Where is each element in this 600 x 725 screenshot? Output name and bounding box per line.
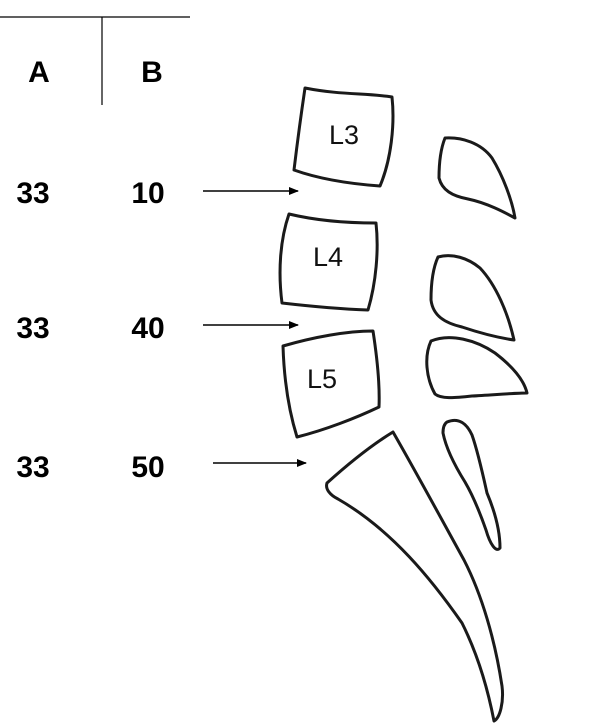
vertebra-label-l3: L3	[329, 120, 359, 150]
sacrum	[325, 430, 504, 723]
vertebral-bodies: L3 L4 L5	[278, 86, 395, 439]
level-arrows	[203, 187, 307, 467]
column-header-a: A	[28, 56, 50, 89]
vertebra-label-l4: L4	[313, 242, 343, 272]
row-2-col-b: 40	[131, 312, 164, 345]
row-3-col-a: 33	[16, 451, 49, 484]
row-1-col-a: 33	[16, 177, 49, 210]
vertebra-l3	[292, 86, 395, 188]
posterior-process-sacral	[441, 418, 502, 551]
row-1-col-b: 10	[131, 177, 164, 210]
row-3-col-b: 50	[131, 451, 164, 484]
vertebra-l4	[278, 212, 379, 312]
value-table: A B 33 10 33 40 33 50	[0, 16, 190, 484]
posterior-process-l5	[425, 336, 529, 400]
vertebra-label-l5: L5	[307, 364, 337, 394]
vertebra-l5	[281, 329, 381, 439]
row-2-col-a: 33	[16, 312, 49, 345]
posterior-process-l3	[437, 136, 517, 220]
posterior-process-l4	[429, 254, 516, 342]
column-header-b: B	[141, 56, 163, 89]
posterior-elements	[425, 136, 529, 551]
